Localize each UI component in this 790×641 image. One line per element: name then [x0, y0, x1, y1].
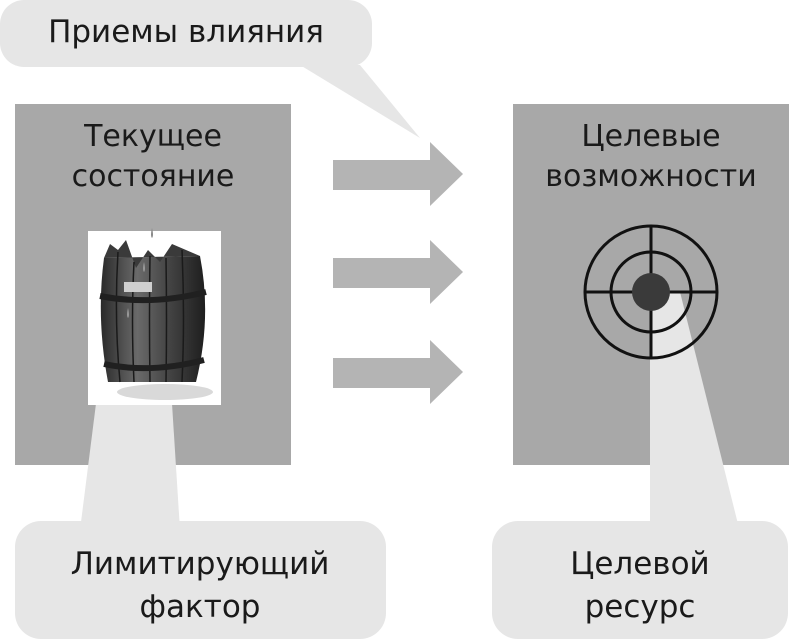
- influence-techniques-label: Приемы влияния: [48, 14, 324, 50]
- leaking-barrel-icon: [88, 228, 221, 405]
- current-state-title-line1: Текущее: [83, 119, 222, 154]
- limiting-factor-callout: Лимитирующий фактор: [15, 521, 386, 639]
- callout-bottom-left-bubble: [15, 521, 386, 639]
- water-drop-icon: [151, 228, 153, 238]
- callout-bottom-left-pointer: [80, 372, 180, 530]
- target-resource-line2: ресурс: [585, 589, 696, 625]
- target-possibilities-title-line1: Целевые: [581, 119, 720, 154]
- arrow-middle: [333, 240, 463, 304]
- target-possibilities-title-line2: возможности: [545, 159, 756, 194]
- callout-bottom-right-bubble: [492, 521, 788, 639]
- barrel-hoop-bottom: [103, 357, 205, 372]
- target-resource-callout: Целевой ресурс: [492, 521, 788, 639]
- callout-top-pointer: [300, 65, 420, 138]
- limiting-factor-line1: Лимитирующий: [71, 546, 330, 582]
- arrow-bottom: [333, 340, 463, 404]
- target-resource-line1: Целевой: [570, 546, 709, 582]
- barrel-broken-staves: [104, 240, 200, 268]
- callout-top-bubble: [0, 0, 372, 67]
- target-crosshair-icon: [583, 224, 719, 360]
- influence-techniques-callout: Приемы влияния: [0, 0, 420, 138]
- limiting-factor-line2: фактор: [140, 589, 261, 625]
- drip-1-icon: [143, 262, 145, 272]
- puddle-shape: [117, 384, 213, 400]
- barrel-hoop-top: [99, 289, 207, 304]
- drip-2-icon: [127, 308, 129, 318]
- barrel-notch: [124, 282, 152, 292]
- current-state-title-line2: состояние: [72, 159, 235, 194]
- arrow-top: [333, 142, 463, 206]
- arrows-group: [333, 142, 463, 404]
- target-center: [632, 273, 670, 311]
